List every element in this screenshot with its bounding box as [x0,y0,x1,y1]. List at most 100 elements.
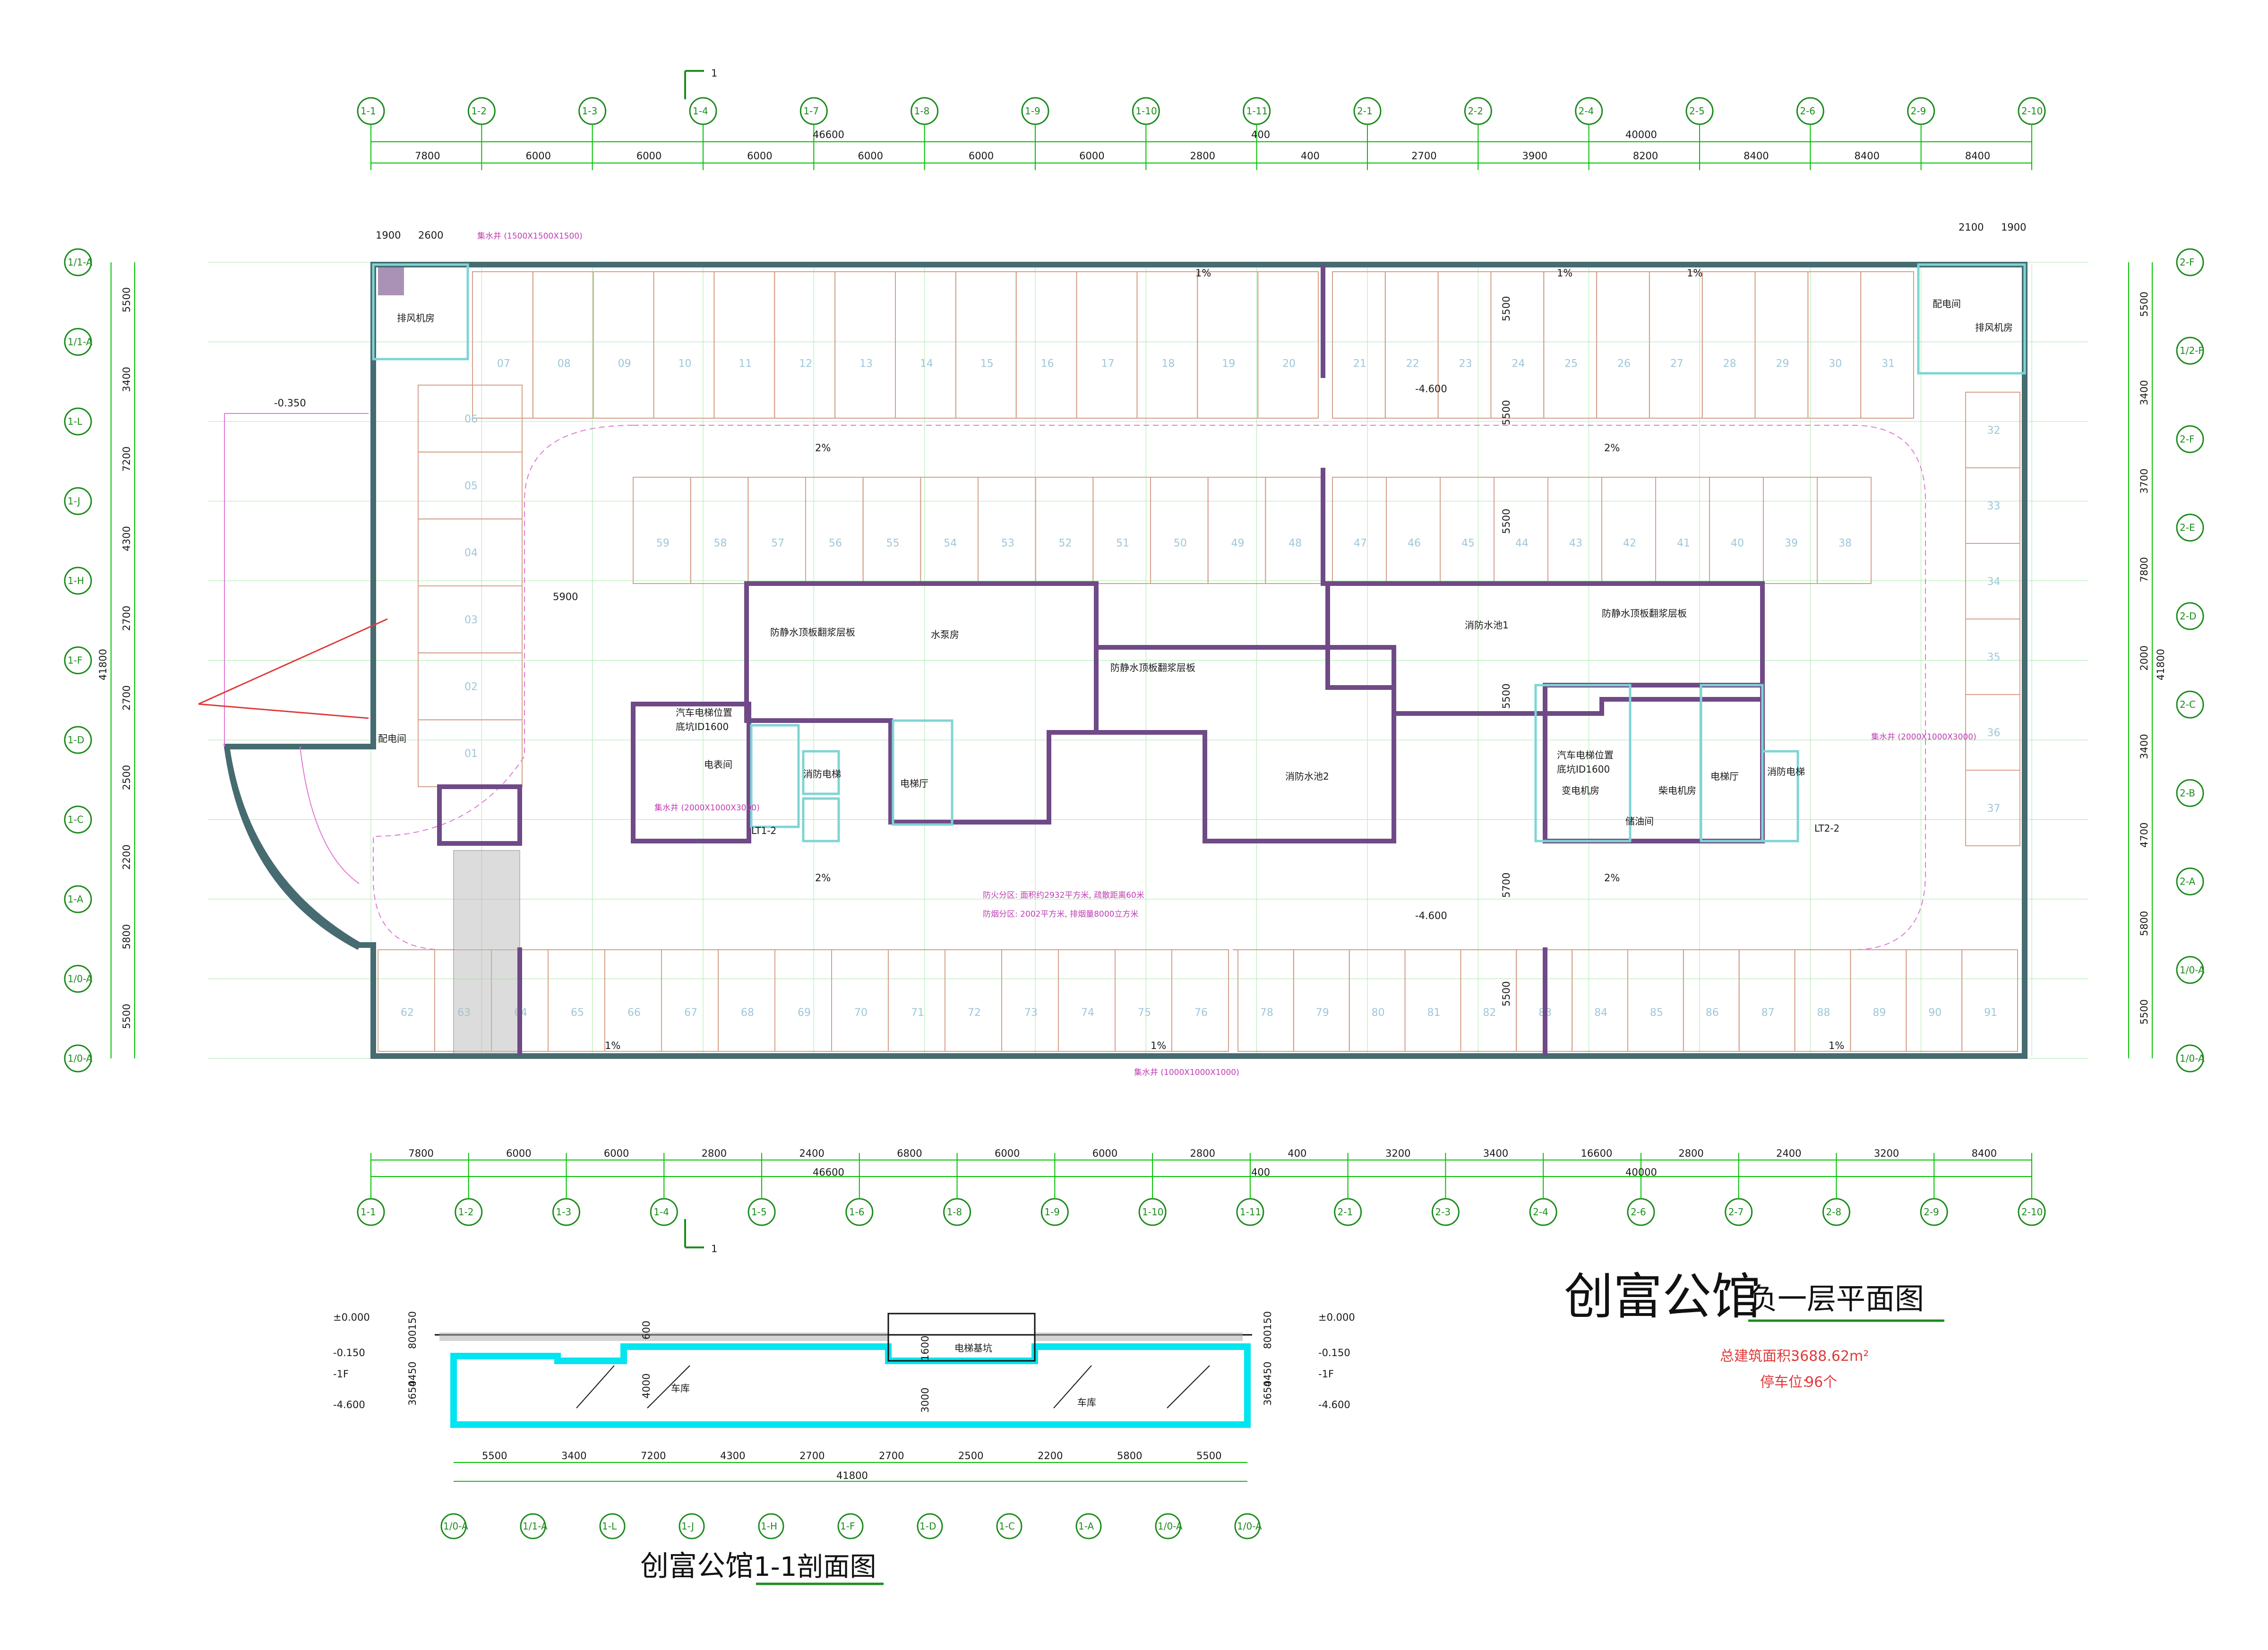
dimension-value: 5800 [1117,1450,1142,1461]
parking-stall [1807,271,1862,419]
slope-9: 1% [1151,1040,1166,1051]
dimension-value: 3400 [1483,1148,1508,1159]
axis-label: 2-1 [1357,105,1373,117]
slope-6: 2% [815,872,831,884]
axis-label: 1-L [602,1521,617,1532]
axis-label: 2-10 [2021,1206,2043,1218]
dim-top-total-2: 400 [1251,129,1270,140]
dim-left-total: 41800 [97,649,109,680]
parking-value: 96个 [1805,1374,1837,1391]
dimension-value: 400 [1288,1148,1306,1159]
stall-number: 62 [401,1007,414,1019]
axis-bubble [64,248,92,276]
parking-stall [1906,949,1963,1052]
waterproof-b-label: 防静水顶板翻浆层板 [1110,662,1195,673]
axis-label: 2-6 [1800,105,1815,117]
dim-top-total-1: 46600 [813,129,844,140]
axis-bubble [2176,956,2204,984]
axis-label: 1-10 [1135,105,1157,117]
fan-room-right-label: 排风机房 [1975,322,2013,333]
axis-label: 1-H [68,575,84,586]
section-level: -0.150 [1318,1347,1350,1358]
stall-number: 03 [464,614,478,626]
axis-label: 1/0-A [2180,1053,2205,1064]
parking-stall [690,477,749,584]
dimension-value: 7200 [641,1450,666,1461]
corner-dim-4: 1900 [2001,222,2026,233]
stall-number: 57 [771,537,784,549]
level-floor-1: -4.600 [1415,383,1447,395]
dimension-value: 6000 [1092,1148,1117,1159]
total-area-value: 3688.62m² [1791,1348,1869,1365]
dimension-value: 5500 [121,287,132,312]
section-level: ±0.000 [333,1312,370,1323]
stall-number: 90 [1928,1007,1942,1019]
stall-number: 70 [854,1007,868,1019]
dimension-value: 6000 [995,1148,1020,1159]
axis-label: 1/1-A [68,336,93,348]
stall-number: 67 [684,1007,697,1019]
section-level: -4.600 [1318,1399,1350,1410]
parking-stall [1596,271,1650,419]
section-inner-dimension: 4000 [641,1374,652,1399]
section-inner-dimension: 3000 [919,1388,931,1413]
axis-label: 1/2-F [2180,345,2204,356]
dimension-value: 2400 [1776,1148,1801,1159]
stall-number: 53 [1001,537,1014,549]
section-label-pit: 电梯基坑 [954,1342,992,1354]
axis-label: 1-F [68,655,82,666]
dimension-value: 3200 [1385,1148,1410,1159]
dimension-value: 7800 [2139,557,2150,582]
parking-stall [1404,949,1461,1052]
dimension-value: 2500 [121,765,132,790]
axis-label: 1-2 [471,105,487,117]
section-label-garage-l: 车库 [671,1383,690,1394]
waterproof-c-label: 防静水顶板翻浆层板 [1602,608,1687,619]
section-dimension: 150 [407,1311,418,1330]
slope-1: 1% [1195,267,1211,279]
axis-bubble [64,806,92,834]
elec-dist-right-label: 配电间 [1933,298,1961,309]
axis-bubble [2176,248,2204,276]
section-level: -1F [333,1368,349,1380]
stall-number: 29 [1776,358,1789,370]
axis-label: 1-8 [914,105,930,117]
stall-number: 76 [1194,1007,1208,1019]
stall-number: 58 [714,537,727,549]
parking-stall [1437,271,1492,419]
section-label-garage-r: 车库 [1077,1397,1096,1408]
stall-number: 31 [1881,358,1895,370]
parking-stall [1794,949,1851,1052]
dimension-value: 3400 [2139,734,2150,759]
dimension-value: 2700 [121,685,132,710]
pit-label-r: 底坑ID1600 [1557,764,1610,775]
stall-number: 19 [1222,358,1235,370]
dimension-value: 2700 [121,606,132,631]
parking-stall [1384,271,1439,419]
slope-10: 1% [1829,1040,1844,1051]
diesel-label: 柴电机房 [1658,785,1696,796]
parking-stall [774,271,836,419]
dimension-value: 2800 [1190,150,1215,162]
stall-number: 24 [1512,358,1525,370]
axis-label: 2-9 [1924,1206,1939,1218]
plan-title-prefix: 创富公馆 [1564,1268,1761,1325]
dimension-value: 2400 [799,1148,824,1159]
stall-number: 23 [1459,358,1472,370]
parking-stall [1257,271,1319,419]
stall-number: 26 [1617,358,1631,370]
parking-stall [920,477,979,584]
fan-room-left-box [372,263,469,361]
parking-stall [713,271,775,419]
parking-stall [718,949,775,1052]
dimension-value: 8400 [1972,1148,1997,1159]
stall-number: 38 [1838,537,1852,549]
stall-number: 07 [497,358,510,370]
section-marker-bottom-label: 1 [711,1243,717,1255]
stall-number: 27 [1670,358,1684,370]
dimension-value: 8400 [1855,150,1880,162]
stall-number: 17 [1101,358,1115,370]
